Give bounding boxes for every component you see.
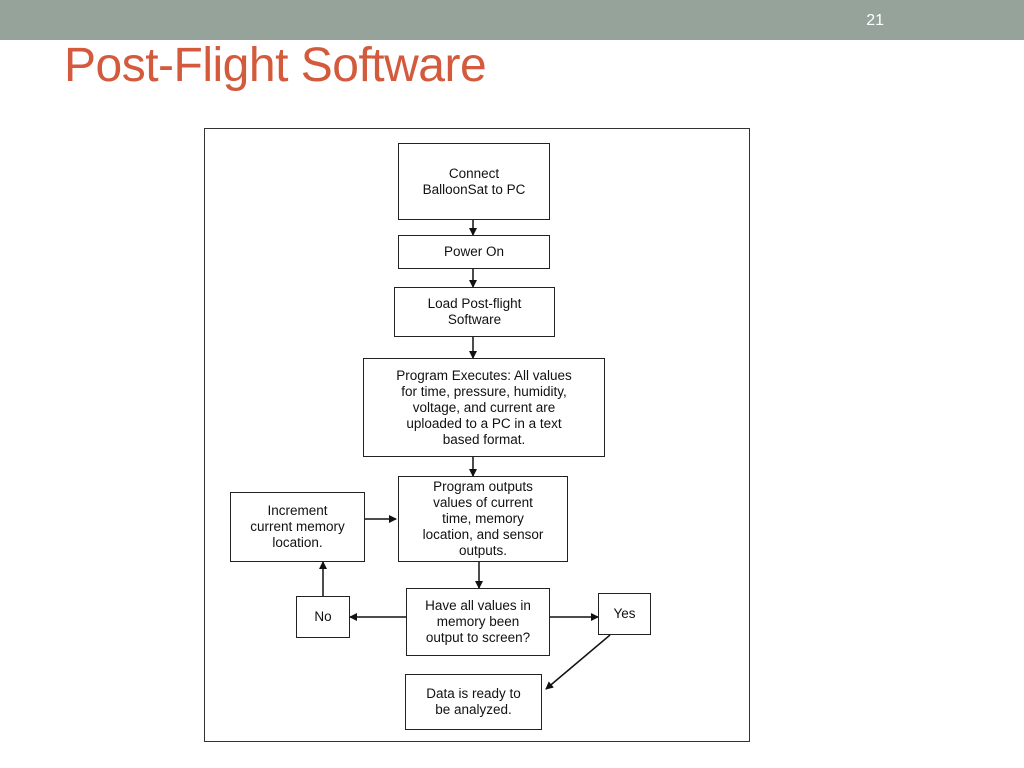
node-increment-memory: Increment current memory location. [230,492,365,562]
top-bar: 21 [0,0,1024,40]
node-power-on: Power On [398,235,550,269]
arrow-yes-to-ready [545,634,611,690]
node-no: No [296,596,350,638]
node-data-ready: Data is ready to be analyzed. [405,674,542,730]
node-connect-balloonsat: Connect BalloonSat to PC [398,143,550,220]
node-decision-all-output: Have all values in memory been output to… [406,588,550,656]
node-load-software: Load Post-flight Software [394,287,555,337]
slide-title: Post-Flight Software [64,39,487,92]
node-program-executes: Program Executes: All values for time, p… [363,358,605,457]
node-program-outputs: Program outputs values of current time, … [398,476,568,562]
slide-number: 21 [866,12,884,29]
flowchart-connectors [319,220,611,690]
node-yes: Yes [598,593,651,635]
flowchart: Connect BalloonSat to PC Power On Load P… [204,128,750,742]
